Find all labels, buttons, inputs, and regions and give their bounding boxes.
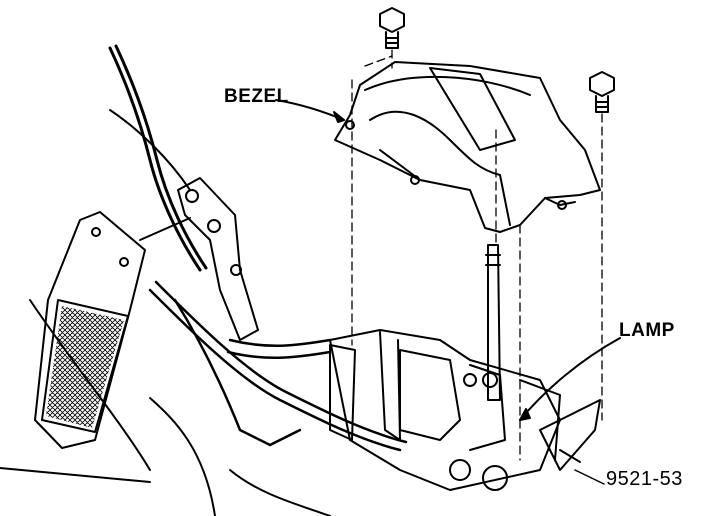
bolt-right [589, 71, 615, 113]
figure-number-leader [574, 469, 605, 485]
shift-lever [485, 244, 501, 401]
bolt-left [379, 7, 405, 49]
shift-cable [148, 280, 408, 452]
lamp-label: LAMP [619, 320, 675, 341]
figure-number: 9521-53 [606, 468, 683, 490]
floor-tunnel [0, 109, 331, 516]
bezel [334, 61, 601, 233]
pedal-bracket [139, 177, 259, 341]
lamp-leader [519, 337, 621, 421]
shifter-mechanism [329, 329, 601, 491]
bezel-leader [275, 99, 345, 123]
accelerator-cable [108, 44, 208, 272]
accelerator-pedal [34, 211, 146, 449]
bezel-label: BEZEL [224, 86, 289, 107]
